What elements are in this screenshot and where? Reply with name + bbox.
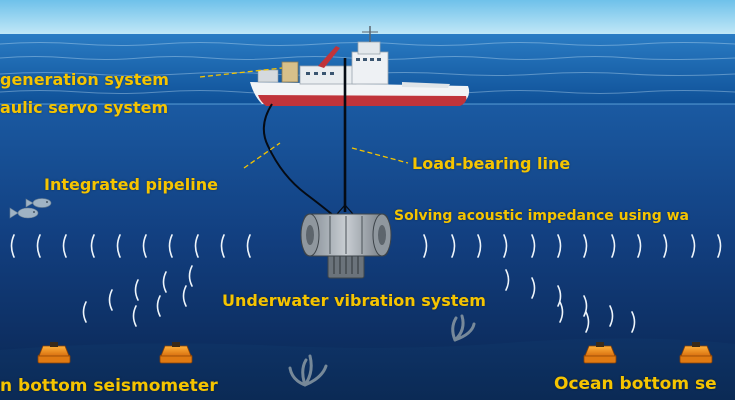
wave-arc <box>134 279 139 301</box>
wave-arc <box>156 295 161 317</box>
wave-arc <box>691 234 696 258</box>
wave-arc <box>451 234 456 258</box>
wave-arc <box>609 305 614 327</box>
label-acoustic-impedance: Solving acoustic impedance using wa <box>394 208 689 224</box>
sky <box>0 0 735 40</box>
label-integrated-pipeline: Integrated pipeline <box>44 175 218 194</box>
acoustic-waves <box>10 234 722 333</box>
wave-arc <box>559 301 564 323</box>
label-power-generation-system: generation system <box>0 70 169 89</box>
wave-arc <box>531 234 536 258</box>
wave-arc <box>162 271 167 293</box>
wave-arc <box>531 277 536 299</box>
fish-icon <box>9 198 52 219</box>
wave-arc <box>505 269 510 291</box>
label-hydraulic-servo-system: aulic servo system <box>0 98 169 117</box>
wave-arc <box>132 305 137 327</box>
wave-arc <box>246 234 251 258</box>
wave-arc <box>477 234 482 258</box>
label-seismometer-right: Ocean bottom se <box>554 374 717 394</box>
label-seismometer-left: n bottom seismometer <box>0 376 218 396</box>
wave-arc <box>142 234 147 258</box>
wave-arc <box>503 234 508 258</box>
wave-arc <box>168 234 173 258</box>
wave-arc <box>557 234 562 258</box>
wave-arc <box>557 285 562 307</box>
label-load-bearing-line: Load-bearing line <box>412 154 571 173</box>
wave-arc <box>182 285 187 307</box>
wave-arc <box>194 234 199 258</box>
wave-arc <box>583 234 588 258</box>
integrated-pipeline-hose <box>262 103 335 217</box>
vibrator-drum-icon <box>300 213 392 279</box>
wave-arc <box>663 234 668 258</box>
label-underwater-vibration-system: Underwater vibration system <box>222 291 486 310</box>
callout-lines <box>199 67 409 169</box>
wave-arc <box>188 265 193 287</box>
coral-icon <box>288 314 476 387</box>
wave-arc <box>637 234 642 258</box>
wave-arc <box>36 234 41 258</box>
wave-arc <box>583 295 588 317</box>
wave-arc <box>717 234 722 258</box>
seismometer-icon <box>679 342 713 364</box>
wave-arc <box>611 234 616 258</box>
seismometer-icon <box>159 342 193 364</box>
wave-arc <box>10 234 15 258</box>
wave-arc <box>108 289 113 311</box>
wave-arc <box>631 311 636 333</box>
wave-arc <box>90 234 95 258</box>
seismometer-group <box>37 342 713 364</box>
seismometer-icon <box>37 342 71 364</box>
wave-arc <box>423 234 428 258</box>
wave-arc <box>116 234 121 258</box>
research-vessel-icon <box>250 26 470 106</box>
wave-arc <box>585 311 590 333</box>
seismometer-icon <box>583 342 617 364</box>
wave-arc <box>220 234 225 258</box>
wave-arc <box>82 301 87 323</box>
wave-arc <box>62 234 67 258</box>
